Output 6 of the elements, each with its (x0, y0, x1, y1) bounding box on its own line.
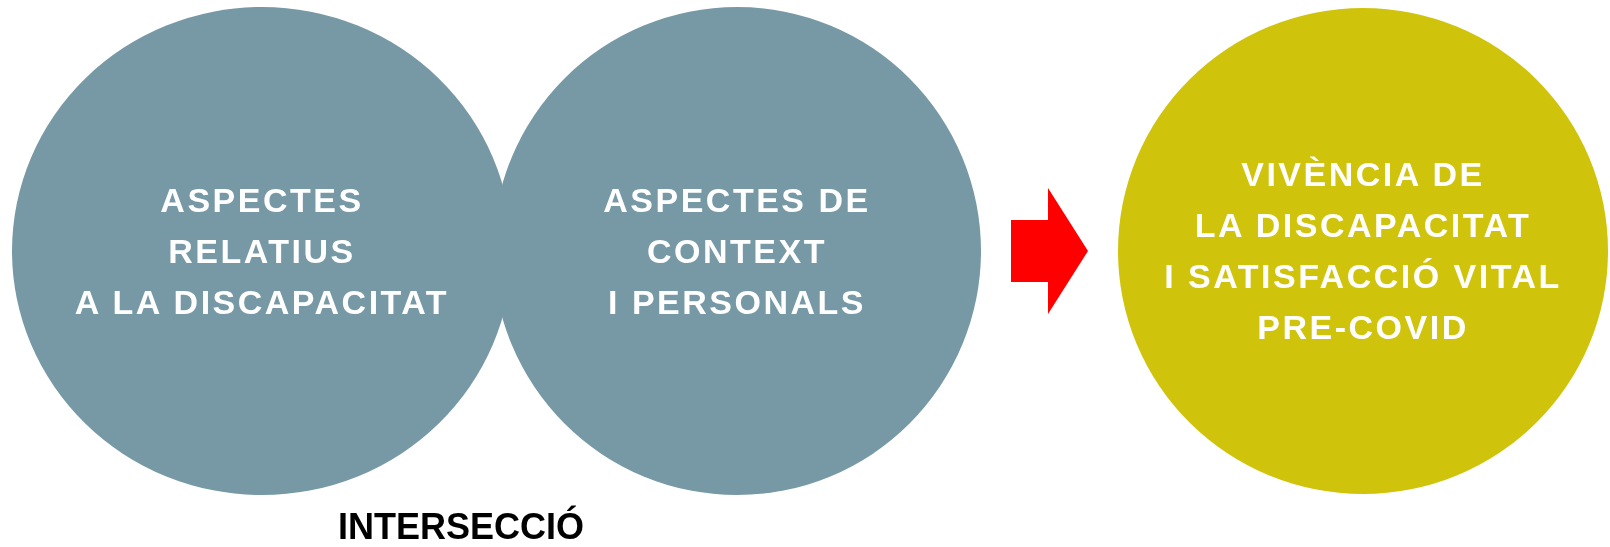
intersection-label: INTERSECCIÓ (338, 506, 585, 547)
circle-label: ASPECTES DE CONTEXT I PERSONALS (602, 179, 872, 323)
circle-label: ASPECTES RELATIUS A LA DISCAPACITAT (73, 179, 451, 323)
circle-label: VIVÈNCIA DE LA DISCAPACITAT I SATISFACCIÓ VITAL PRE-COVID (1163, 154, 1563, 348)
block-arrow (1011, 188, 1088, 314)
circle-node (1118, 8, 1608, 494)
